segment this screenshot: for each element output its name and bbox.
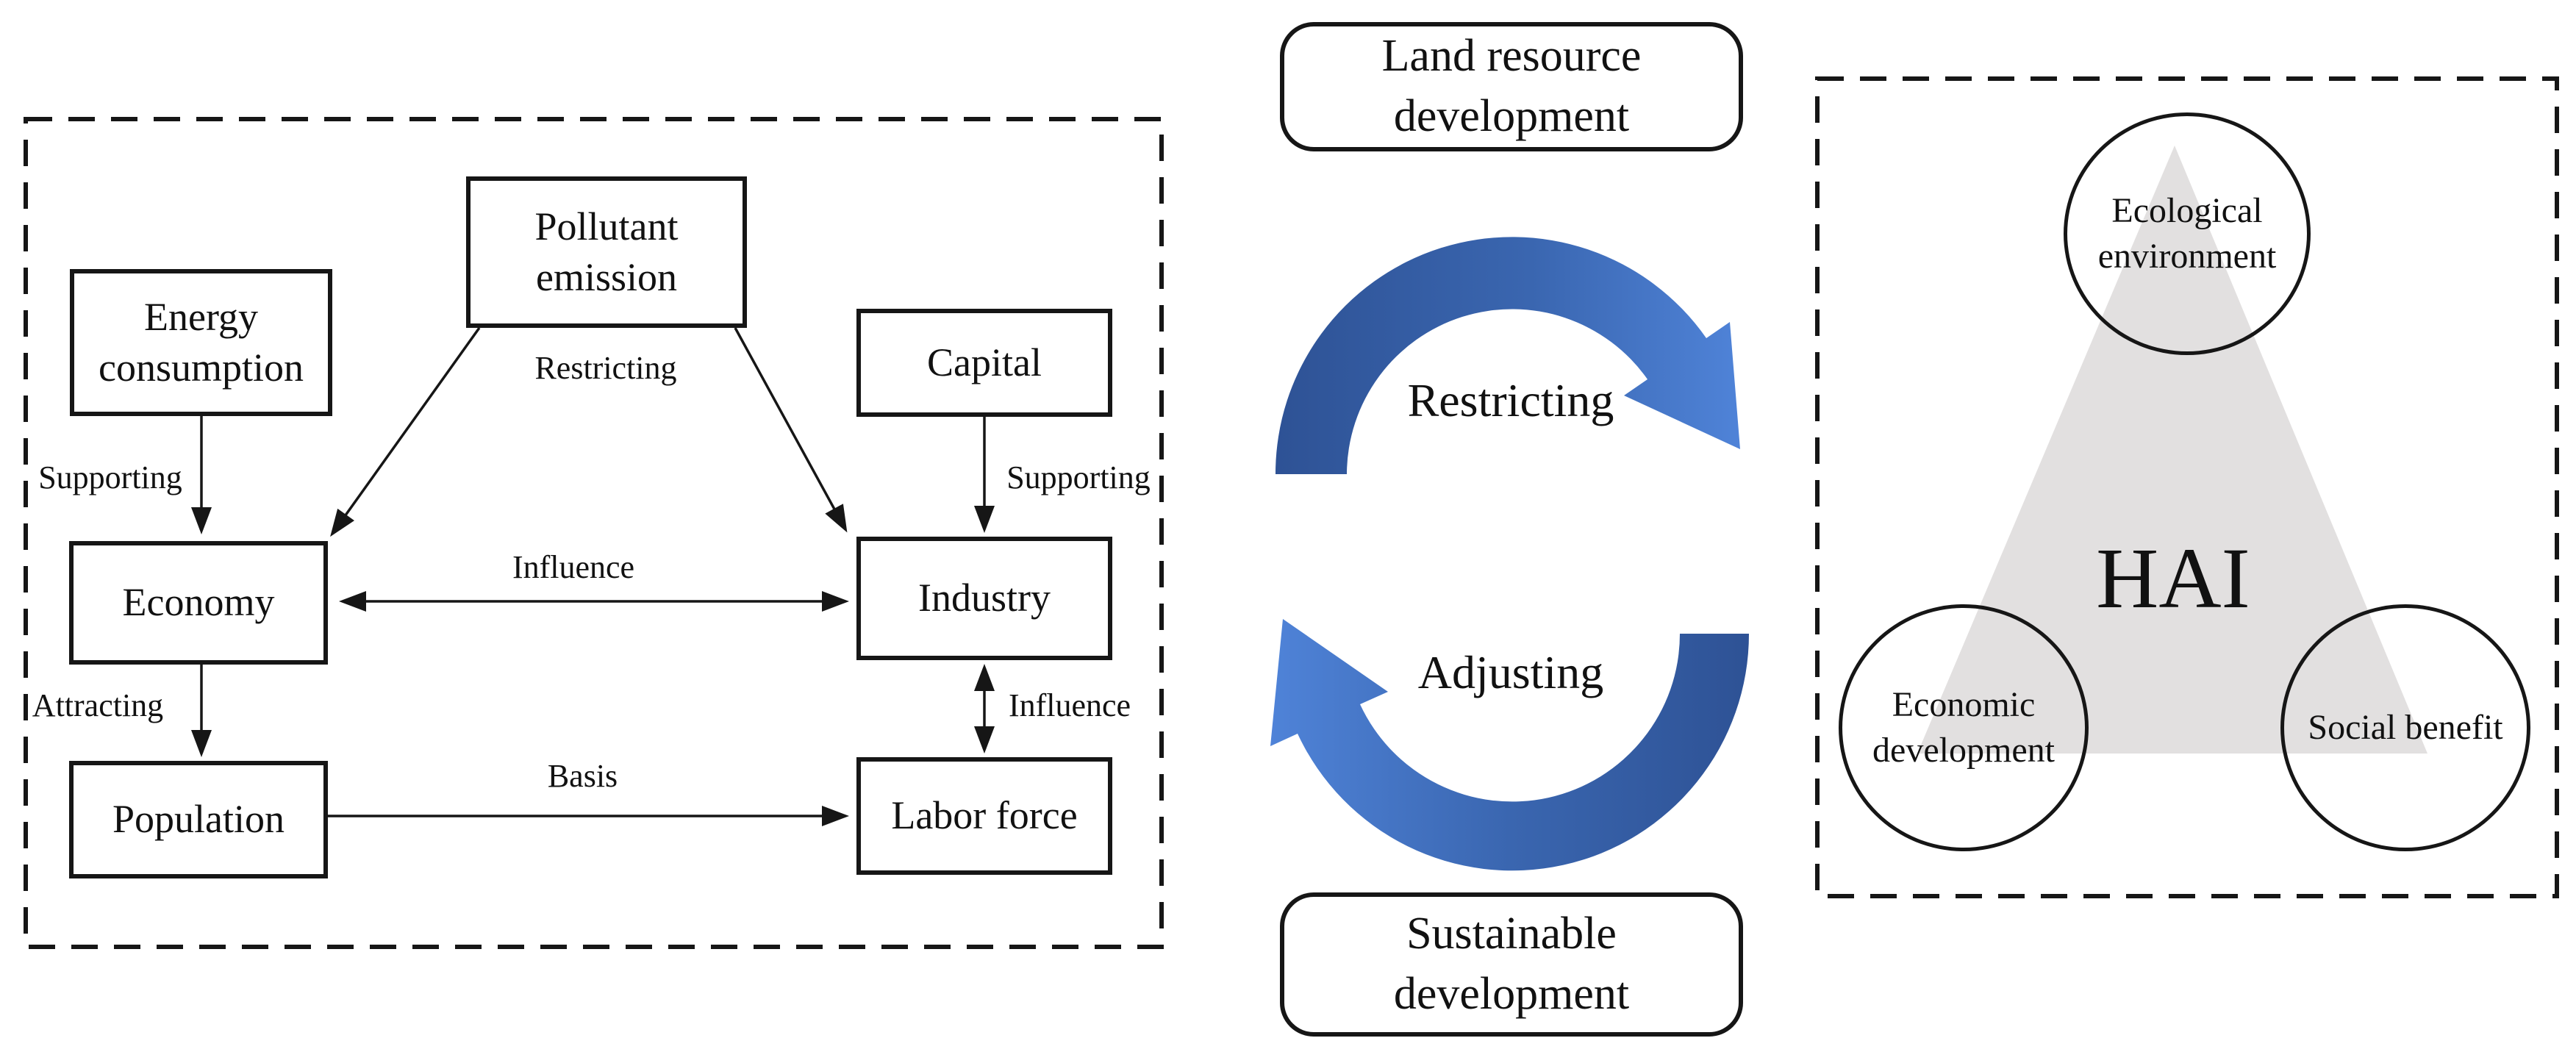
node-labor-force: Labor force	[856, 757, 1112, 875]
node-pollutant-emission: Pollutant emission	[466, 176, 747, 328]
edge-label-supporting-left: Supporting	[38, 459, 182, 495]
edge-label-influence-horizontal: Influence	[512, 549, 635, 585]
hai-triangle	[1917, 146, 2427, 754]
arrow-pollutant-to-industry	[734, 327, 848, 533]
node-industry: Industry	[856, 537, 1112, 660]
box-sustainable-development: Sustainable development	[1280, 892, 1743, 1037]
node-economy: Economy	[69, 541, 328, 665]
arrow-pollutant-to-economy	[330, 326, 481, 537]
edge-label-attracting: Attracting	[32, 687, 164, 723]
adjusting-arc-arrow	[1270, 619, 1749, 871]
edge-label-supporting-right: Supporting	[1006, 459, 1151, 495]
box-land-resource-development: Land resource development	[1280, 22, 1743, 151]
node-energy-consumption: Energy consumption	[70, 269, 332, 416]
cycle-label-adjusting: Adjusting	[1417, 646, 1604, 698]
left-panel-dashed-border	[24, 117, 1164, 949]
edge-label-influence-vertical: Influence	[1008, 687, 1131, 723]
edge-label-restricting: Restricting	[534, 350, 677, 386]
hai-center-label: HAI	[2096, 530, 2250, 626]
node-capital: Capital	[856, 309, 1112, 417]
circle-social-benefit: Social benefit	[2280, 604, 2530, 851]
right-panel-dashed-border	[1815, 76, 2559, 898]
restricting-arc-arrow	[1275, 237, 1740, 474]
edge-label-basis: Basis	[547, 758, 618, 794]
node-population: Population	[69, 761, 328, 878]
circle-ecological-environment: Ecological environment	[2064, 112, 2311, 355]
cycle-label-restricting: Restricting	[1407, 374, 1614, 426]
circle-economic-development: Economic development	[1839, 604, 2089, 851]
